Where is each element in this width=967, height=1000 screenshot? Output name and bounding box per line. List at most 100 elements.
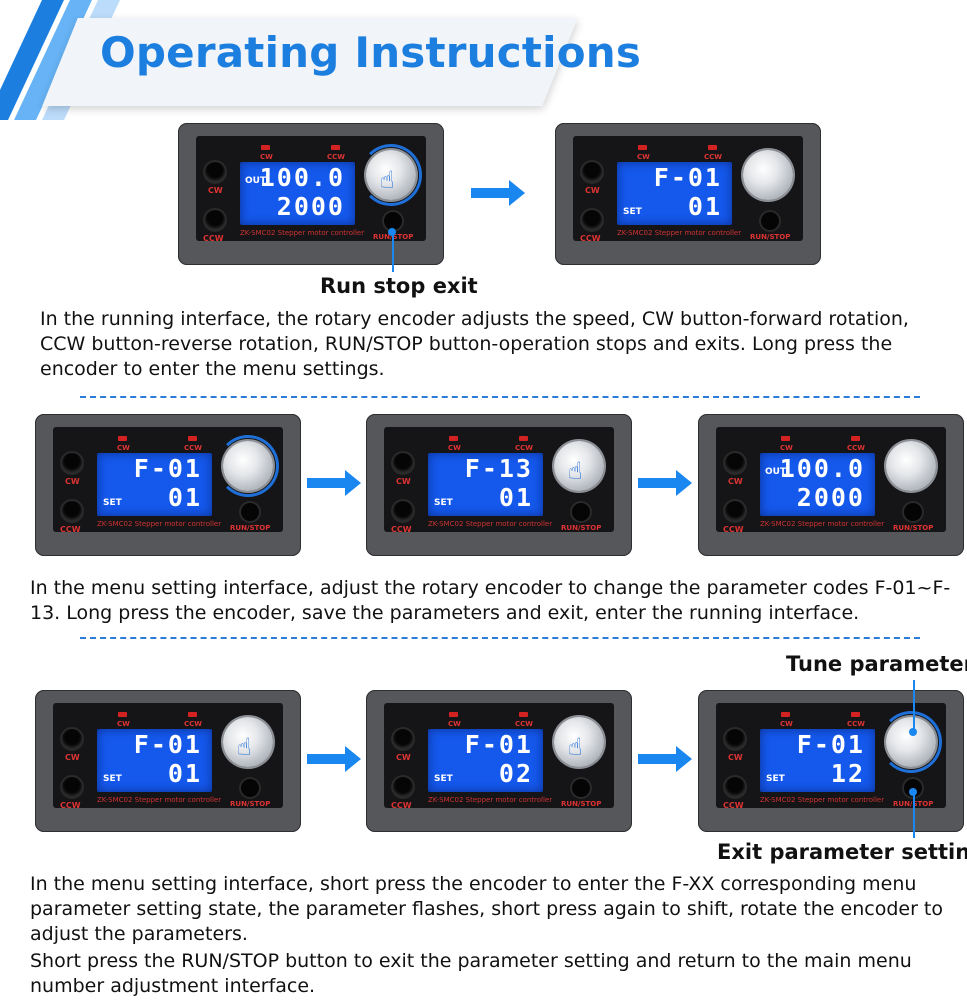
panel-footer: ZK-SMC02 Stepper motor controller xyxy=(428,796,553,804)
rotate-arrow-icon xyxy=(217,435,279,497)
right-arrow-icon xyxy=(307,746,361,772)
cw-button-label: CW xyxy=(396,477,411,486)
lcd-display: F-01 SET 01 xyxy=(97,729,212,792)
run-stop-button[interactable] xyxy=(572,503,590,521)
panel-footer: ZK-SMC02 Stepper motor controller xyxy=(97,520,222,528)
lcd-line-1: F-01 xyxy=(796,730,865,759)
cw-button-label: CW xyxy=(585,186,600,195)
ccw-led-label: CCW xyxy=(515,444,533,452)
ccw-led xyxy=(188,712,197,717)
cw-button[interactable] xyxy=(62,729,82,749)
cw-button[interactable] xyxy=(62,453,82,473)
cw-led xyxy=(449,712,458,717)
rotary-encoder-knob[interactable] xyxy=(743,150,793,200)
rotary-encoder-knob[interactable] xyxy=(554,441,604,491)
lcd-line-2: 01 xyxy=(167,483,202,512)
hand-press-icon: ☝ xyxy=(568,457,583,485)
lcd-line-2: 01 xyxy=(498,483,533,512)
run-stop-label: RUN/STOP xyxy=(893,524,934,532)
panel-face: CW CCW CW CCW F-01 SET 01 ZK-SMC02 Stepp… xyxy=(53,703,283,810)
panel-footer: ZK-SMC02 Stepper motor controller xyxy=(760,796,885,804)
run-stop-button[interactable] xyxy=(241,779,259,797)
lcd-line-1: F-01 xyxy=(133,454,202,483)
cw-led xyxy=(781,436,790,441)
panel-face: CW CCW CW CCW OUT 100.0 2000 ZK-SMC02 St… xyxy=(196,136,426,243)
callout-pointer-dot-exit xyxy=(909,788,917,796)
run-stop-label: RUN/STOP xyxy=(230,524,271,532)
ccw-button[interactable] xyxy=(62,501,82,521)
ccw-button[interactable] xyxy=(393,501,413,521)
ccw-led-label: CCW xyxy=(515,720,533,728)
ccw-led-label: CCW xyxy=(184,720,202,728)
section3-description-1: In the menu setting interface, short pre… xyxy=(30,873,944,945)
run-stop-button[interactable] xyxy=(241,503,259,521)
run-stop-button[interactable] xyxy=(384,212,402,230)
run-stop-button[interactable] xyxy=(572,779,590,797)
ccw-led-label: CCW xyxy=(847,444,865,452)
controller-panel-menu-f01: CW CCW CW CCW F-01 SET 01 ZK-SMC02 Stepp… xyxy=(35,414,301,556)
ccw-button[interactable] xyxy=(205,210,225,230)
cw-led-label: CW xyxy=(448,720,461,728)
cw-button-label: CW xyxy=(728,477,743,486)
ccw-led-label: CCW xyxy=(327,153,345,161)
panel-face: CW CCW CW CCW F-01 SET 01 ZK-SMC02 Stepp… xyxy=(573,136,803,243)
callout-pointer-line xyxy=(392,232,394,272)
lcd-line-1: 100.0 xyxy=(259,163,345,192)
lcd-set-label: SET xyxy=(434,498,453,508)
rotary-encoder-knob[interactable] xyxy=(886,441,936,491)
ccw-button[interactable] xyxy=(582,210,602,230)
panel-face: CW CCW CW CCW F-01 SET 12 ZK-SMC02 Stepp… xyxy=(716,703,946,810)
callout-pointer-line-exit xyxy=(913,792,915,838)
cw-led-label: CW xyxy=(780,444,793,452)
ccw-button[interactable] xyxy=(62,777,82,797)
cw-button[interactable] xyxy=(205,162,225,182)
run-stop-label: RUN/STOP xyxy=(750,233,791,241)
ccw-button-label: CCW xyxy=(723,525,744,534)
run-stop-button[interactable] xyxy=(761,212,779,230)
ccw-button-label: CCW xyxy=(723,801,744,810)
cw-led xyxy=(118,436,127,441)
lcd-set-label: SET xyxy=(766,774,785,784)
cw-led xyxy=(261,145,270,150)
ccw-button[interactable] xyxy=(725,777,745,797)
panel-footer: ZK-SMC02 Stepper motor controller xyxy=(240,229,365,237)
ccw-button[interactable] xyxy=(725,501,745,521)
lcd-line-2: 01 xyxy=(687,192,722,221)
ccw-led xyxy=(708,145,717,150)
ccw-led xyxy=(331,145,340,150)
cw-led xyxy=(449,436,458,441)
cw-button[interactable] xyxy=(393,453,413,473)
right-arrow-icon xyxy=(307,470,361,496)
callout-tune-parameter: Tune parameter xyxy=(786,652,967,676)
lcd-display: F-13 SET 01 xyxy=(428,453,543,516)
lcd-line-2: 2000 xyxy=(276,192,345,221)
cw-button[interactable] xyxy=(725,729,745,749)
cw-button-label: CW xyxy=(65,753,80,762)
ccw-led-label: CCW xyxy=(184,444,202,452)
cw-button[interactable] xyxy=(725,453,745,473)
panel-face: CW CCW CW CCW F-01 SET 01 ZK-SMC02 Stepp… xyxy=(53,427,283,534)
rotate-arrow-icon xyxy=(880,711,942,773)
ccw-led xyxy=(851,436,860,441)
panel-footer: ZK-SMC02 Stepper motor controller xyxy=(428,520,553,528)
run-stop-button[interactable] xyxy=(904,503,922,521)
lcd-line-2: 02 xyxy=(498,759,533,788)
cw-button[interactable] xyxy=(582,162,602,182)
cw-led-label: CW xyxy=(637,153,650,161)
ccw-button-label: CCW xyxy=(391,525,412,534)
controller-panel-running-2: CW CCW CW CCW OUT 100.0 2000 ZK-SMC02 St… xyxy=(698,414,964,556)
ccw-led xyxy=(188,436,197,441)
rotary-encoder-knob[interactable] xyxy=(223,717,273,767)
ccw-button[interactable] xyxy=(393,777,413,797)
lcd-line-1: F-01 xyxy=(464,730,533,759)
panel-footer: ZK-SMC02 Stepper motor controller xyxy=(760,520,885,528)
rotary-encoder-knob[interactable] xyxy=(554,717,604,767)
controller-panel-param-c: CW CCW CW CCW F-01 SET 12 ZK-SMC02 Stepp… xyxy=(698,690,964,832)
ccw-led xyxy=(519,436,528,441)
cw-button[interactable] xyxy=(393,729,413,749)
callout-pointer-line-tune xyxy=(913,680,915,732)
panel-face: CW CCW CW CCW F-01 SET 02 ZK-SMC02 Stepp… xyxy=(384,703,614,810)
lcd-out-label: OUT xyxy=(765,467,787,477)
cw-button-label: CW xyxy=(728,753,743,762)
lcd-line-2: 01 xyxy=(167,759,202,788)
